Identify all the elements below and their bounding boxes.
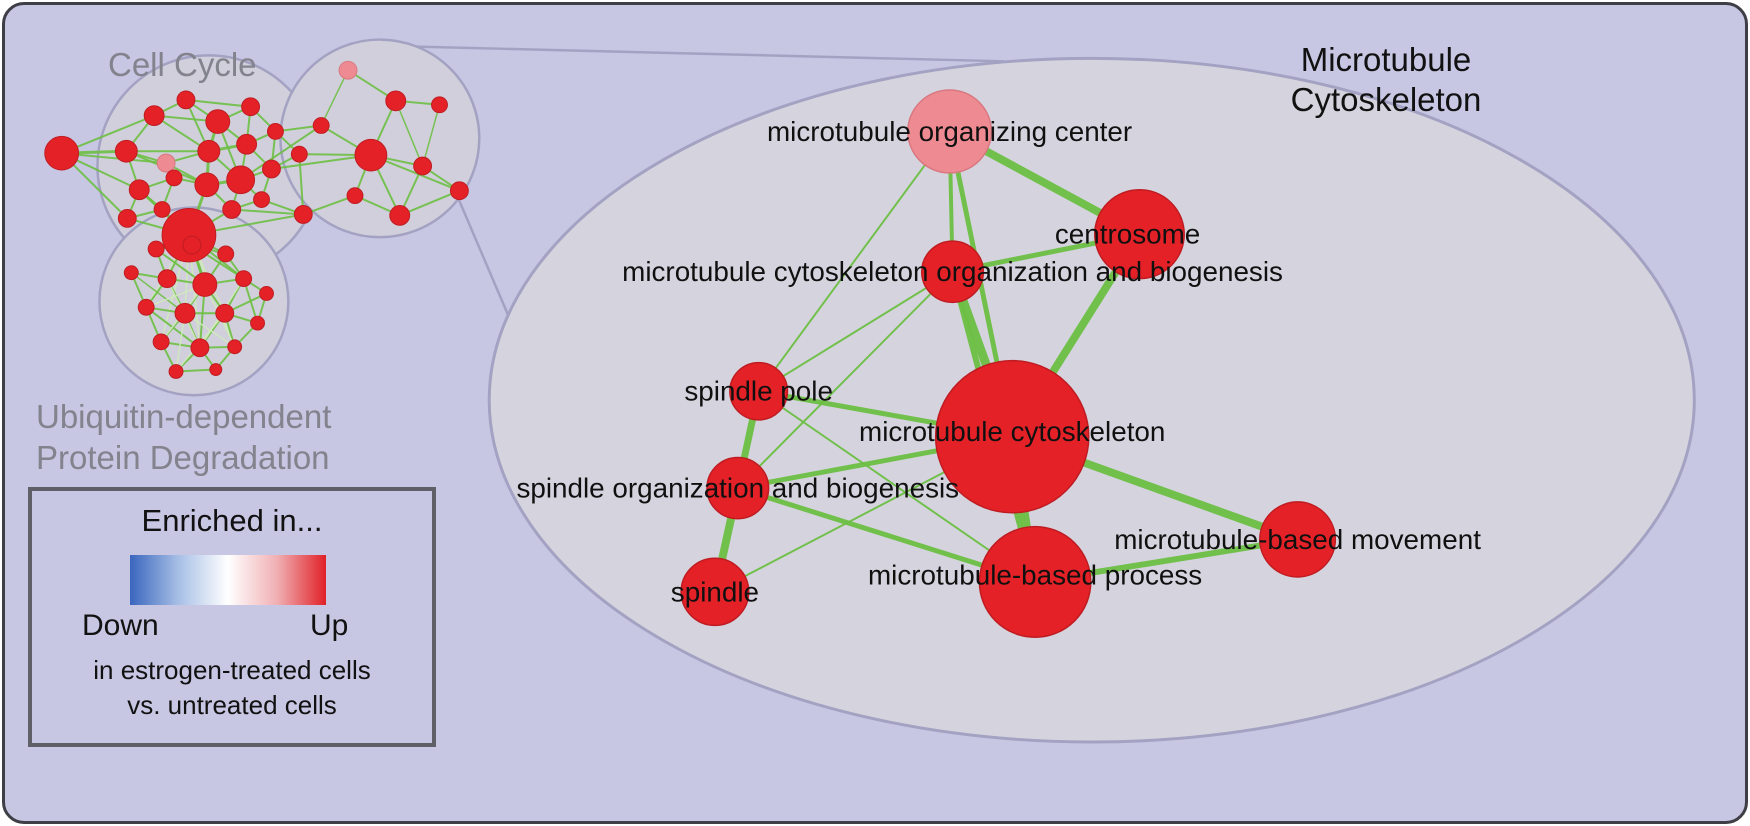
overview-node <box>253 191 270 209</box>
zoom-cone-line <box>410 45 1005 63</box>
overview-node <box>192 272 218 297</box>
overview-node <box>152 333 170 351</box>
zoom-node-mc <box>934 359 1090 514</box>
overview-edge <box>320 69 349 127</box>
cell-cycle-cluster-label: Cell Cycle <box>108 46 257 83</box>
overview-node <box>194 172 220 198</box>
overview-node <box>235 270 253 288</box>
overview-node <box>117 209 137 228</box>
zoom-node-label-moc: microtubule organizing center <box>767 116 1132 147</box>
overview-node <box>182 235 202 255</box>
overview-edge <box>270 154 372 170</box>
overview-node <box>290 145 308 163</box>
overview-node <box>346 187 364 205</box>
overview-node <box>262 159 281 179</box>
zoom-edge-mcob-spindle_pole <box>757 270 954 393</box>
overview-node <box>123 265 139 281</box>
zoom-node-mcob <box>920 240 985 304</box>
overview-node <box>176 90 196 110</box>
overview-node <box>241 97 261 117</box>
overview-node <box>156 153 176 173</box>
zoom-node-label-sob: spindle organization and biogenesis <box>516 473 959 504</box>
ubiquitin-cluster-label: Ubiquitin-dependent Protein Degradation <box>36 398 332 477</box>
zoom-node-label-mbm: microtubule-based movement <box>1114 524 1481 555</box>
overview-node <box>44 135 80 171</box>
zoom-node-spindle <box>680 557 750 627</box>
overview-edge <box>395 100 424 167</box>
overview-node <box>128 179 150 201</box>
legend-up-label: Up <box>310 609 349 642</box>
legend-down-label: Down <box>82 609 159 642</box>
overview-node <box>174 302 196 324</box>
overview-node <box>226 165 256 195</box>
zoom-ellipse <box>487 56 1696 744</box>
zoom-node-label-mbp: microtubule-based process <box>868 560 1202 591</box>
legend-caption: in estrogen-treated cells vs. untreated … <box>93 655 371 721</box>
zoom-node-spindle_pole <box>729 361 789 421</box>
overview-node <box>165 169 183 187</box>
overview-node <box>222 200 242 219</box>
overview-node <box>157 269 177 289</box>
overview-node <box>215 303 235 323</box>
overview-edge <box>230 208 305 216</box>
overview-node <box>413 156 433 176</box>
zoom-node-label-spindle: spindle <box>671 576 759 607</box>
overview-node <box>354 138 388 172</box>
overview-node <box>147 240 165 258</box>
zoom-node-mbp <box>978 525 1092 638</box>
overview-node <box>114 139 138 163</box>
zoom-node-mbm <box>1259 501 1337 578</box>
overview-node <box>143 105 165 127</box>
overview-edge <box>298 153 305 216</box>
network-canvas: microtubule organizing center centrosome m… <box>44 38 1696 744</box>
overview-edge <box>239 124 323 181</box>
overview-node <box>259 286 274 301</box>
overview-node <box>217 245 235 263</box>
overview-node <box>266 123 284 140</box>
overview-node <box>293 205 313 224</box>
overview-node <box>190 338 210 358</box>
legend-title: Enriched in... <box>141 503 323 538</box>
overview-node <box>236 133 258 155</box>
overview-node <box>197 139 221 163</box>
overview-node <box>449 181 469 201</box>
overview-node <box>389 205 411 226</box>
zoom-cluster-title: Microtubule Cytoskeleton <box>1290 41 1482 118</box>
overview-edge <box>398 189 461 217</box>
overview-node <box>338 60 358 80</box>
legend-box: Enriched in... Down Up in estrogen-treat… <box>28 487 436 747</box>
zoom-node-moc <box>907 89 993 174</box>
cluster-circle-microtubule-cytoskeleton <box>279 38 481 239</box>
zoom-node-label-mc: microtubule cytoskeleton <box>859 416 1165 447</box>
overview-edge <box>130 271 186 314</box>
zoom-node-label-spindle_pole: spindle pole <box>684 376 833 407</box>
overview-node <box>227 339 243 355</box>
zoom-node-label-mcob: microtubule cytoskeleton organization an… <box>622 256 1283 287</box>
legend-gradient-bar <box>130 555 326 605</box>
zoom-node-sob <box>706 456 770 520</box>
overview-node <box>312 117 330 134</box>
overview-node <box>168 364 184 379</box>
overview-edge <box>421 104 441 167</box>
overview-node <box>161 208 217 263</box>
overview-node <box>137 298 155 316</box>
overview-node <box>153 201 171 218</box>
overview-edge <box>184 98 252 108</box>
zoom-node-label-centrosome: centrosome <box>1055 219 1200 250</box>
overview-node <box>250 315 266 331</box>
overview-node <box>209 363 223 376</box>
overview-node <box>431 96 448 114</box>
zoom-edge-moc-spindle_pole <box>757 130 951 393</box>
zoom-node-centrosome <box>1093 188 1185 280</box>
zoom-edge-mcob-sob <box>736 270 954 490</box>
overview-node <box>205 109 231 134</box>
overview-node <box>385 90 407 112</box>
